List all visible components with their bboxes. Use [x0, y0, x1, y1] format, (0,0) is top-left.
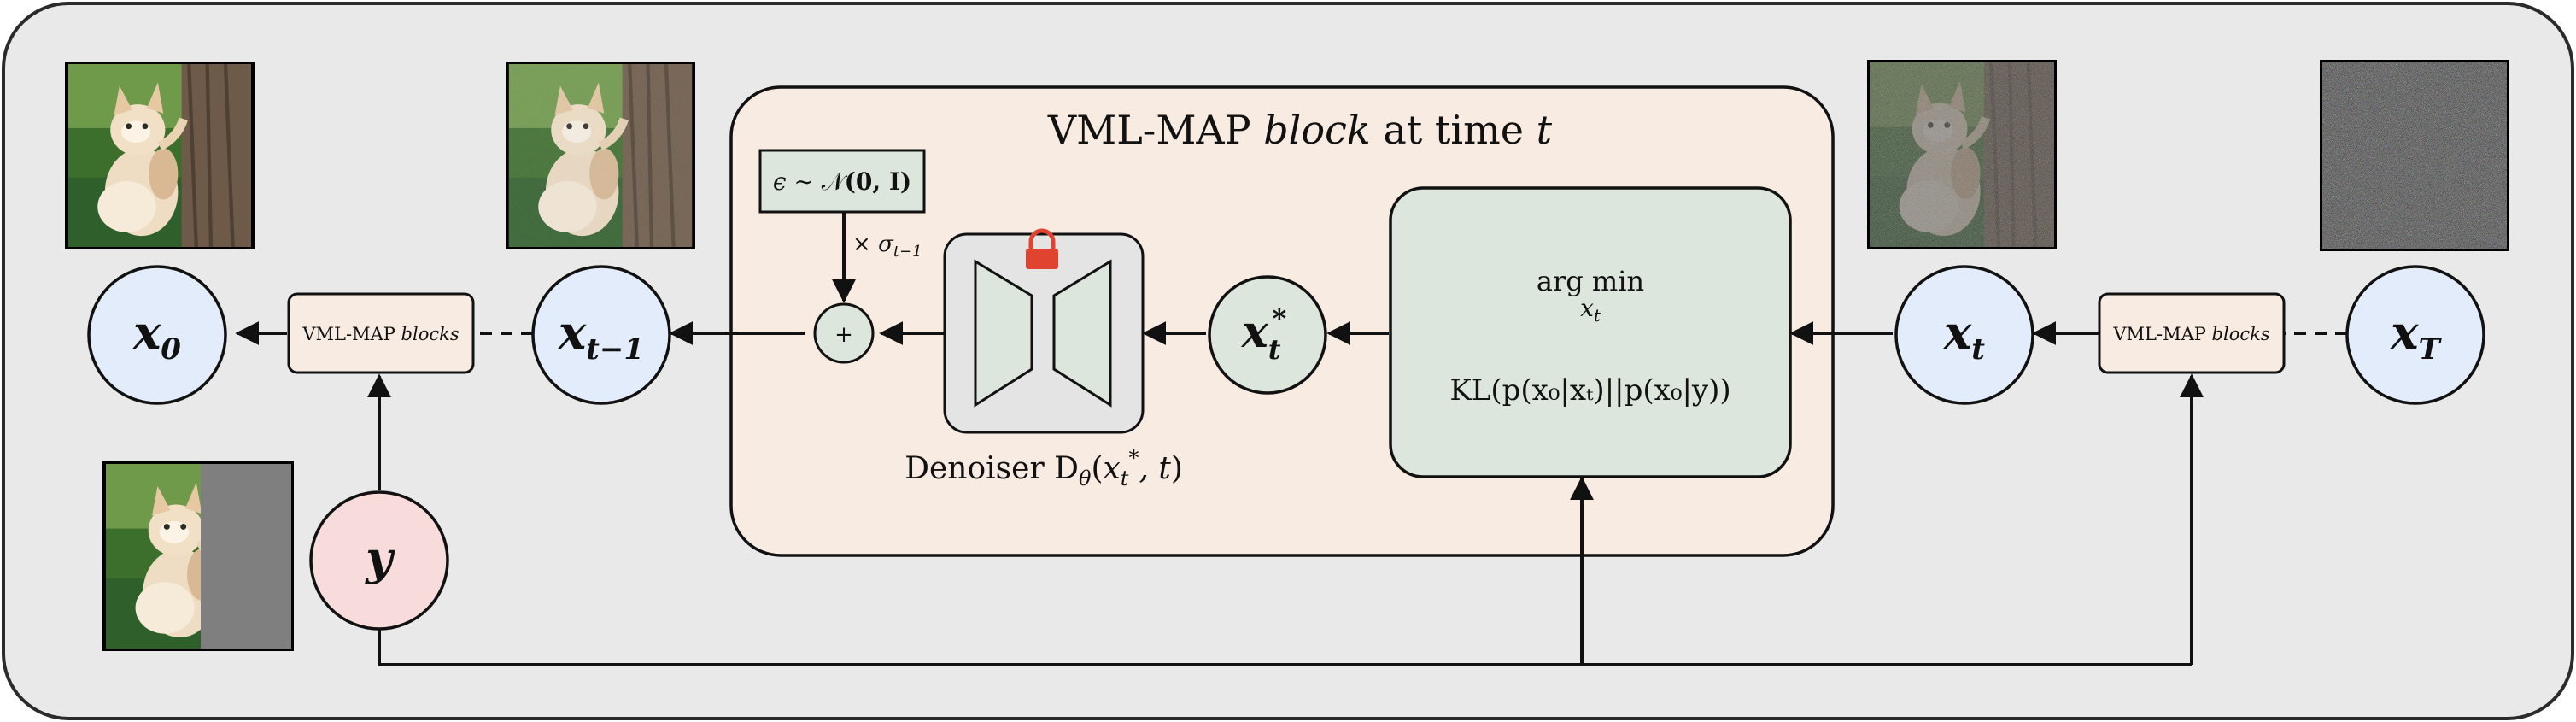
node-y: y	[309, 490, 449, 631]
image-noisy	[1867, 60, 2057, 249]
svg-text:VML-MAP blocks: VML-MAP blocks	[2112, 324, 2269, 344]
right-vml-map-blocks: VML-MAP blocks	[2098, 292, 2286, 374]
node-xt: xt	[1894, 265, 2034, 405]
left-vml-map-blocks: VML-MAP blocks	[287, 292, 475, 374]
image-slightly-noisy	[506, 62, 695, 249]
node-xT: xT	[2345, 265, 2485, 405]
svg-text:xt*: xt*	[1241, 302, 1287, 366]
argmin-box: arg min xt KL(p(x₀|xₜ)||p(x₀|y))	[1389, 186, 1792, 478]
node-xt-minus-1: xt−1	[531, 265, 671, 405]
svg-text:arg min: arg min	[1537, 265, 1644, 297]
denoiser	[943, 232, 1145, 434]
svg-text:KL(p(x₀|xₜ)||p(x₀|y)): KL(p(x₀|xₜ)||p(x₀|y))	[1449, 373, 1730, 408]
image-pure-noise	[2320, 60, 2509, 251]
node-x0: x0	[87, 265, 227, 405]
image-masked	[102, 461, 294, 651]
image-clean	[65, 62, 255, 249]
sigma-label: × σt−1	[852, 232, 922, 261]
svg-text:xt−1: xt−1	[558, 305, 644, 367]
svg-text:x0: x0	[132, 305, 181, 367]
svg-text:xt: xt	[1943, 305, 1985, 367]
svg-text:xt: xt	[1580, 294, 1601, 326]
svg-text:VML-MAP blocks: VML-MAP blocks	[302, 324, 459, 344]
plus-node: +	[813, 302, 875, 364]
svg-text:+: +	[834, 322, 853, 348]
node-xt-star: xt*	[1208, 275, 1327, 395]
vml-map-block-title: VML-MAP block at time t	[1047, 107, 1553, 153]
svg-text:y: y	[365, 531, 395, 585]
svg-text:xT: xT	[2390, 305, 2442, 367]
denoiser-label: Denoiser Dθ(xt*, t)	[905, 446, 1183, 490]
lock-icon	[1026, 228, 1058, 269]
svg-text:ϵ ∼ 𝒩(𝟎, 𝐈): ϵ ∼ 𝒩(𝟎, 𝐈)	[773, 167, 911, 196]
noise-box: ϵ ∼ 𝒩(𝟎, 𝐈)	[758, 149, 926, 214]
